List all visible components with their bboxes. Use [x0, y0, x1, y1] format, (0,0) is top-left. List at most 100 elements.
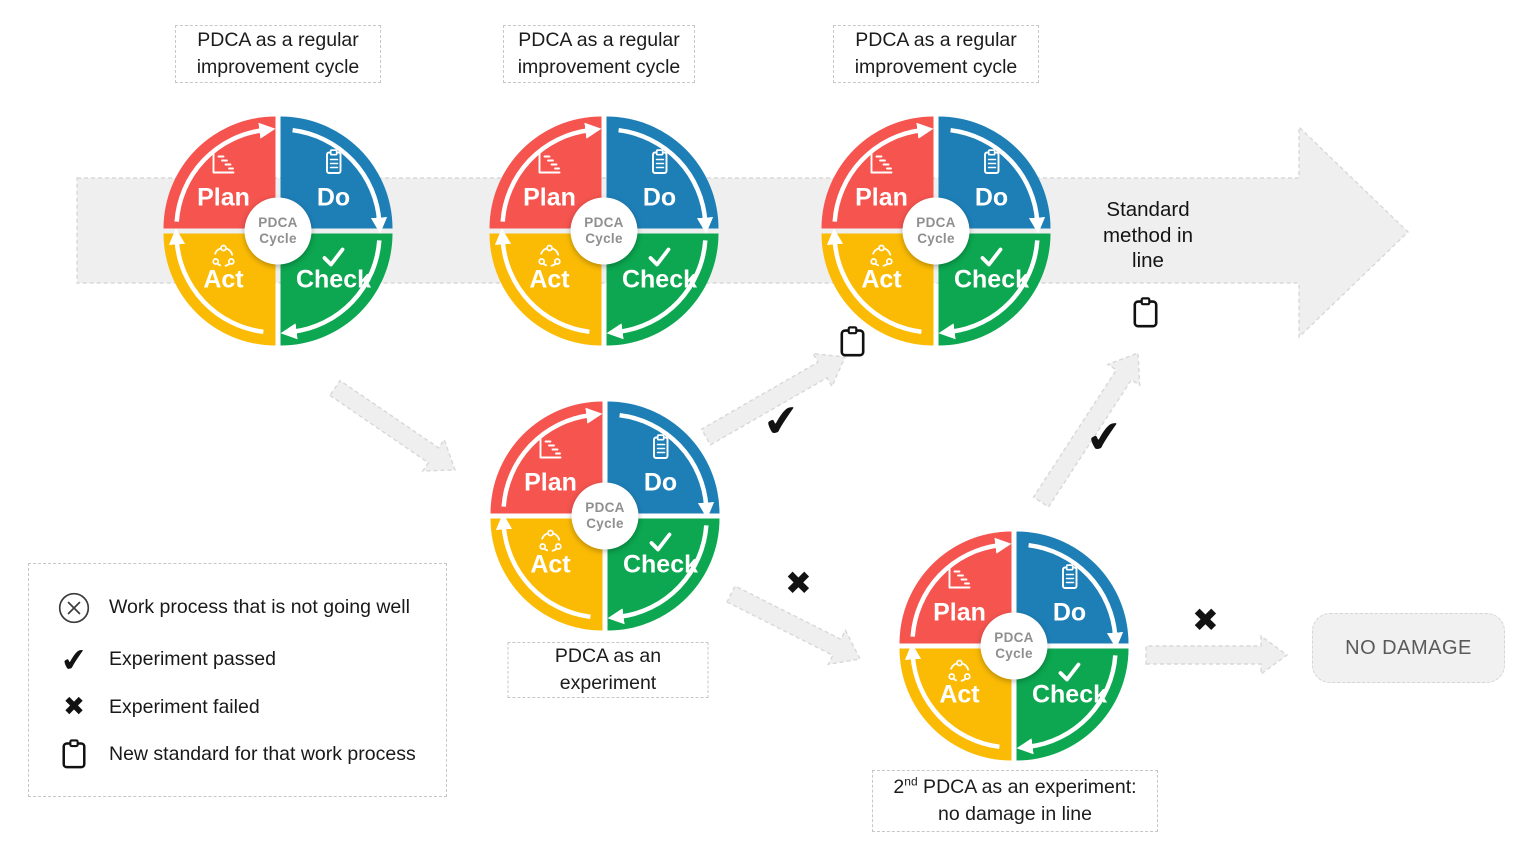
legend-label: New standard for that work process — [109, 742, 416, 765]
plan-quadrant: Plan — [899, 531, 1012, 644]
plan-icon — [948, 565, 971, 589]
connector-arrow-no-damage — [1145, 634, 1289, 676]
check-icon: ✔ — [58, 639, 90, 680]
do-quadrant: Do — [280, 116, 393, 234]
do-icon — [652, 149, 668, 174]
cycle-title-text: PDCA as a regular improvement cycle — [196, 29, 360, 78]
act-quadrant: Act — [489, 228, 602, 346]
new-standard-clipboard-icon-2 — [1133, 297, 1158, 328]
legend-item-experiment-failed: ✖ Experiment failed — [55, 694, 436, 720]
plan-icon — [212, 150, 235, 174]
check-icon — [322, 247, 345, 267]
act-icon — [870, 244, 893, 267]
plan-icon — [538, 150, 561, 174]
no-damage-box: NO DAMAGE — [1312, 613, 1505, 683]
act-quadrant: Act — [821, 228, 934, 346]
connector-arrow-to-experiment — [328, 379, 456, 472]
experiment-passed-check-icon: ✔ — [760, 394, 803, 449]
cycle-title-text: PDCA as a regular improvement cycle — [854, 29, 1018, 78]
second-experiment-failed-x-icon: ✖ — [1192, 601, 1219, 639]
plan-label: Plan — [524, 469, 577, 497]
check-label: Check — [623, 551, 698, 579]
plan-icon — [539, 435, 562, 459]
do-label: Do — [643, 184, 676, 212]
check-icon — [1058, 662, 1081, 682]
check-icon — [649, 532, 672, 552]
act-icon — [539, 529, 562, 552]
check-label: Check — [954, 266, 1029, 294]
cycle-title-regular-2: PDCA as a regular improvement cycle — [503, 25, 695, 83]
plan-label: Plan — [933, 599, 986, 627]
plan-quadrant: Plan — [489, 116, 602, 229]
act-label: Act — [529, 266, 570, 294]
cycle-center-disc — [571, 482, 639, 550]
cycle-title-regular-3: PDCA as a regular improvement cycle — [833, 25, 1039, 83]
legend-item-new-standard: New standard for that work process — [55, 739, 436, 769]
do-label: Do — [644, 469, 677, 497]
check-quadrant: Check — [606, 233, 719, 346]
do-quadrant: Do — [607, 401, 720, 519]
experiment-failed-x-icon: ✖ — [785, 564, 812, 602]
legend-label: Work process that is not going well — [109, 596, 410, 619]
do-quadrant: Do — [938, 116, 1051, 234]
cycle-center-disc — [570, 197, 638, 265]
check-label: Check — [622, 266, 697, 294]
plan-quadrant: Plan — [163, 116, 276, 229]
do-label: Do — [1053, 599, 1086, 627]
connector-arrow-second-passed — [1032, 352, 1141, 508]
act-icon — [538, 244, 561, 267]
do-quadrant: Do — [606, 116, 719, 234]
act-quadrant: Act — [899, 643, 1012, 761]
plan-quadrant: Plan — [490, 401, 603, 514]
legend-item-experiment-passed: ✔ Experiment passed — [55, 639, 436, 680]
legend-box: Work process that is not going well ✔ Ex… — [28, 563, 447, 797]
do-icon — [653, 434, 669, 459]
cycle-center-disc — [902, 197, 970, 265]
check-icon — [648, 247, 671, 267]
legend-label: Experiment failed — [109, 695, 260, 718]
connector-arrow-failed — [726, 585, 862, 666]
cycle-center-disc — [980, 612, 1048, 680]
plan-label: Plan — [523, 184, 576, 212]
standard-method-label: Standard method in line — [1102, 198, 1194, 272]
do-label: Do — [317, 184, 350, 212]
act-label: Act — [939, 681, 980, 709]
new-standard-clipboard-icon-1 — [840, 326, 865, 357]
check-icon — [980, 247, 1003, 267]
cycle-title-regular-1: PDCA as a regular improvement cycle — [175, 25, 381, 83]
act-icon — [212, 244, 235, 267]
check-label: Check — [1032, 681, 1107, 709]
second-experiment-passed-check-icon: ✔ — [1083, 410, 1126, 465]
do-icon — [326, 149, 342, 174]
act-quadrant: Act — [490, 513, 603, 631]
cycle-title-experiment-1: PDCA as an experiment — [507, 642, 709, 698]
circle-x-icon — [55, 591, 93, 625]
do-label: Do — [975, 184, 1008, 212]
legend-label: Experiment passed — [109, 648, 276, 671]
do-icon — [1062, 564, 1078, 589]
cycle-title-text: PDCA as an experiment — [554, 645, 662, 694]
cycle-title-line2: no damage in line — [938, 803, 1092, 825]
connector-arrow-passed — [700, 352, 847, 446]
act-label: Act — [861, 266, 902, 294]
do-quadrant: Do — [1016, 531, 1129, 649]
plan-quadrant: Plan — [821, 116, 934, 229]
check-quadrant: Check — [1016, 648, 1129, 761]
cycle-title-line1: 2nd PDCA as an experiment: — [893, 774, 1137, 799]
plan-label: Plan — [855, 184, 908, 212]
x-icon: ✖ — [63, 692, 85, 723]
cycle-center-disc — [244, 197, 312, 265]
